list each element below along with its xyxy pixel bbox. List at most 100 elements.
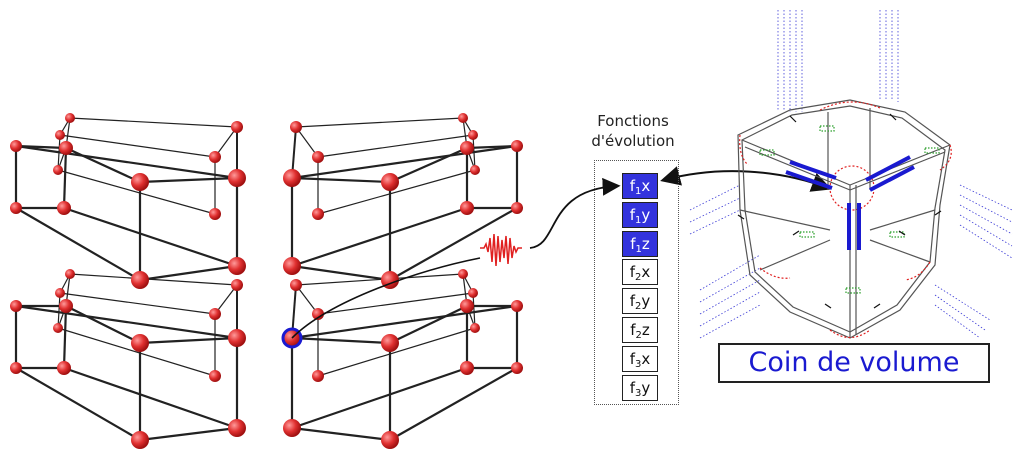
atom xyxy=(57,361,71,375)
atom xyxy=(381,173,399,191)
atom xyxy=(511,300,523,312)
function-index: 3 xyxy=(635,387,642,399)
atom xyxy=(290,279,302,291)
atom xyxy=(312,308,324,320)
function-base: f xyxy=(629,177,635,195)
atom xyxy=(460,201,474,215)
atom xyxy=(231,121,243,133)
atom xyxy=(55,130,65,140)
atom xyxy=(460,361,474,375)
evolution-functions-title: Fonctions d'évolution xyxy=(563,111,703,151)
atom xyxy=(511,362,523,374)
atom xyxy=(209,308,221,320)
atom xyxy=(131,334,149,352)
function-axis: y xyxy=(641,292,651,311)
left-lattice-top xyxy=(14,117,239,282)
function-cell-f1x[interactable]: f1x xyxy=(622,173,658,199)
function-base: f xyxy=(629,378,635,397)
function-cell-f2y[interactable]: f2y xyxy=(622,288,658,315)
atom xyxy=(131,173,149,191)
atom xyxy=(131,271,149,289)
atom xyxy=(228,329,246,347)
function-base: f xyxy=(630,321,636,339)
atom xyxy=(57,201,71,215)
atom xyxy=(283,419,301,437)
atom xyxy=(312,151,324,163)
function-base: f xyxy=(629,292,635,311)
atom xyxy=(10,362,22,374)
function-axis: y xyxy=(641,205,651,224)
title-line-1: Fonctions xyxy=(597,112,669,130)
function-index: 2 xyxy=(635,272,642,284)
function-index: 1 xyxy=(635,243,642,255)
atom xyxy=(53,165,63,175)
atom xyxy=(10,140,22,152)
function-cell-f3x[interactable]: f3x xyxy=(622,345,658,372)
wave-packet-icon xyxy=(480,233,522,267)
connector-curve xyxy=(291,257,481,339)
right-lattice-top xyxy=(290,117,519,282)
function-axis: x xyxy=(641,177,651,195)
function-base: f xyxy=(629,205,635,224)
atom xyxy=(312,208,324,220)
atom xyxy=(59,141,73,155)
function-cell-f2z[interactable]: f2z xyxy=(622,317,658,343)
atom xyxy=(209,370,221,382)
function-axis: x xyxy=(641,349,651,368)
function-base: f xyxy=(629,349,635,368)
atom xyxy=(53,323,63,333)
function-cell-f2x[interactable]: f2x xyxy=(622,259,658,286)
corner-volume-label: Coin de volume xyxy=(718,343,990,383)
arrow-to-functions xyxy=(529,177,621,249)
function-axis: y xyxy=(641,378,651,397)
atom xyxy=(458,113,468,123)
atom xyxy=(131,431,149,449)
function-cell-f3y[interactable]: f3y xyxy=(622,374,658,401)
atom xyxy=(511,202,523,214)
atom-nodes xyxy=(10,113,523,449)
atom xyxy=(458,269,468,279)
atom xyxy=(10,202,22,214)
atom xyxy=(468,288,478,298)
atom xyxy=(209,151,221,163)
atom xyxy=(231,279,243,291)
function-base: f xyxy=(630,234,636,253)
function-axis: z xyxy=(641,321,650,339)
atom xyxy=(283,169,301,187)
atom xyxy=(470,323,480,333)
atom xyxy=(283,257,301,275)
function-axis: z xyxy=(641,234,650,253)
atom xyxy=(65,269,75,279)
function-cell-f1z[interactable]: f1z xyxy=(622,230,658,257)
atom xyxy=(228,169,246,187)
atom xyxy=(209,208,221,220)
atom xyxy=(55,288,65,298)
right-lattice-bottom xyxy=(290,273,519,442)
atom xyxy=(312,370,324,382)
function-axis: x xyxy=(641,263,651,282)
function-index: 2 xyxy=(635,301,642,313)
function-cell-f1y[interactable]: f1y xyxy=(622,201,658,228)
function-index: 3 xyxy=(635,358,642,370)
atom xyxy=(470,165,480,175)
atom xyxy=(65,113,75,123)
evolution-functions-panel xyxy=(594,160,679,405)
function-index: 1 xyxy=(635,214,642,226)
left-lattice-bottom xyxy=(14,273,239,442)
function-index: 2 xyxy=(635,330,642,341)
volume-corner-diagram xyxy=(689,10,1013,339)
atom xyxy=(381,334,399,352)
atom xyxy=(59,299,73,313)
title-line-2: d'évolution xyxy=(591,132,675,150)
function-base: f xyxy=(629,263,635,282)
function-index: 1 xyxy=(635,186,642,197)
atom xyxy=(10,300,22,312)
atom xyxy=(460,299,474,313)
atom xyxy=(511,140,523,152)
atom xyxy=(290,121,302,133)
atom xyxy=(381,431,399,449)
atom xyxy=(468,130,478,140)
atom xyxy=(460,141,474,155)
atom xyxy=(228,419,246,437)
